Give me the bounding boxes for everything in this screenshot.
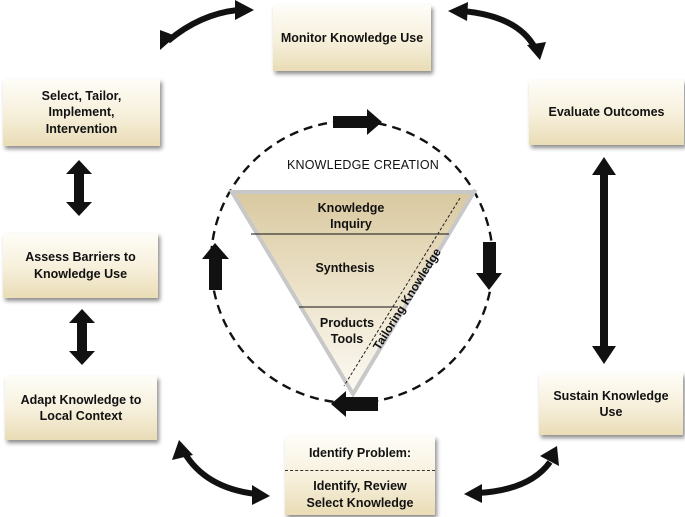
- double-arrow-select-assess-icon: [66, 160, 92, 216]
- identify-problem-heading-row: Identify Problem:: [285, 436, 435, 470]
- assess-barriers-box: Assess Barriers to Knowledge Use: [3, 233, 158, 298]
- monitor-knowledge-use-label: Monitor Knowledge Use: [280, 30, 424, 45]
- monitor-knowledge-use-box: Monitor Knowledge Use: [273, 5, 431, 71]
- assess-barriers-label: Assess Barriers to Knowledge Use: [25, 250, 136, 281]
- sustain-knowledge-box: Sustain Knowledge Use: [539, 373, 683, 435]
- evaluate-outcomes-label: Evaluate Outcomes: [548, 105, 665, 120]
- knowledge-inquiry-label: Knowledge Inquiry: [317, 201, 385, 232]
- double-arrow-evaluate-sustain-icon: [592, 157, 616, 364]
- identify-review-label: Identify, Review Select Knowledge: [306, 479, 414, 510]
- cycle-arrow-right-icon: [333, 109, 382, 135]
- cycle-arrow-left-icon: [331, 391, 378, 417]
- curved-arrow-top-right-icon: [448, 2, 546, 60]
- synthesis-label: Synthesis: [315, 261, 375, 275]
- adapt-knowledge-box: Adapt Knowledge to Local Context: [5, 376, 157, 440]
- evaluate-outcomes-box: Evaluate Outcomes: [529, 80, 684, 145]
- curved-arrow-bottom-left-icon: [172, 440, 270, 505]
- curved-arrow-top-left-icon: [160, 0, 254, 50]
- sustain-knowledge-label: Sustain Knowledge Use: [553, 388, 669, 419]
- tailoring-diagonal: [343, 197, 461, 387]
- cycle-arrow-up-icon: [202, 243, 229, 290]
- products-tools-label: Products Tools: [319, 316, 375, 347]
- identify-problem-divider: [285, 470, 435, 471]
- double-arrow-assess-adapt-icon: [69, 309, 95, 365]
- select-tailor-implement-label: Select, Tailor, Implement, Intervention: [41, 89, 122, 136]
- knowledge-funnel: [228, 190, 478, 398]
- curved-arrow-bottom-right-icon: [464, 446, 559, 503]
- knowledge-creation-title: KNOWLEDGE CREATION: [287, 158, 439, 172]
- identify-review-row: Identify, Review Select Knowledge: [285, 474, 435, 515]
- identify-problem-box: Identify Problem: Identify, Review Selec…: [285, 436, 435, 515]
- select-tailor-implement-box: Select, Tailor, Implement, Intervention: [3, 79, 160, 146]
- adapt-knowledge-label: Adapt Knowledge to Local Context: [20, 392, 142, 423]
- cycle-arrow-down-icon: [476, 242, 502, 290]
- identify-problem-label: Identify Problem:: [308, 445, 412, 460]
